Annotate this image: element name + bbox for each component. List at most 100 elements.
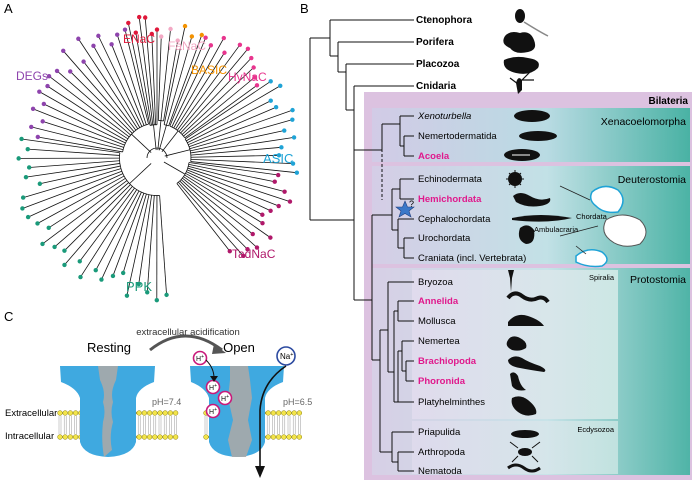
tree-branch	[190, 158, 294, 165]
acoela-silhouette-icon	[504, 149, 540, 161]
nematoda-silhouette-icon	[507, 463, 541, 473]
tree-branch	[188, 106, 277, 146]
tree-branch	[189, 119, 293, 150]
tree-tip	[227, 248, 232, 254]
phoronida-silhouette-icon	[510, 372, 526, 391]
tree-branch	[95, 190, 140, 271]
proton-label: H+	[221, 394, 229, 403]
label-asic: ASIC	[263, 151, 293, 166]
taxon-phoronida: Phoronida	[418, 376, 466, 387]
placozoa-silhouette-icon	[503, 56, 539, 74]
ph-open: pH=6.5	[283, 397, 312, 407]
tree-tip	[164, 292, 169, 298]
tree-tip	[25, 146, 30, 152]
tree-branch	[186, 171, 271, 212]
tree-tip	[91, 43, 96, 49]
label-tadnac: TadNaC	[232, 247, 276, 261]
tree-tip	[109, 42, 114, 47]
tree-branch	[37, 175, 125, 224]
tree-tip	[154, 27, 160, 32]
lipid-head	[141, 434, 148, 440]
extracellular-label: Extracellular	[5, 408, 57, 419]
lipid-head	[136, 434, 142, 440]
lipid-head	[203, 434, 209, 440]
taxon-arthropoda: Arthropoda	[418, 447, 466, 458]
tree-branch	[112, 193, 145, 277]
tree-tip	[252, 75, 257, 80]
tree-branch	[80, 189, 138, 278]
tree-branch	[31, 126, 124, 151]
protons: H+H+H+H+	[192, 350, 233, 419]
label-ppk: PPK	[126, 279, 152, 294]
tree-branch	[69, 71, 133, 134]
tree-branch	[83, 61, 137, 131]
tree-branch	[138, 16, 154, 126]
tree-tip	[290, 161, 296, 166]
tree-tip	[37, 181, 43, 186]
tree-tip	[279, 145, 284, 150]
tree-tip	[245, 247, 250, 252]
tree-tip	[115, 32, 120, 37]
lipid-head	[157, 434, 163, 440]
tree-tip	[189, 34, 195, 39]
sodium-flow-arrowhead	[255, 466, 265, 478]
tree-branch	[79, 187, 135, 262]
tree-branch	[101, 191, 142, 280]
cnidaria-silhouette-icon	[509, 71, 534, 94]
tree-branch	[151, 33, 157, 125]
tree-branch	[29, 160, 120, 168]
tree-branch	[185, 172, 263, 216]
tree-branch	[124, 29, 149, 125]
tree-tip	[250, 231, 255, 237]
taxon-echinodermata: Echinodermata	[418, 174, 483, 185]
tree-branch	[190, 130, 285, 152]
tree-branch	[48, 75, 130, 138]
tree-branch	[169, 37, 206, 127]
tree-tip	[251, 65, 256, 70]
tree-tip	[145, 290, 150, 295]
tree-tip	[124, 293, 130, 298]
tree-tip	[122, 27, 128, 32]
taxon-brachiopoda: Brachiopoda	[418, 356, 477, 367]
tree-branch	[190, 146, 282, 156]
tree-tip	[254, 83, 260, 88]
tree-tip	[175, 38, 180, 43]
tree-tip	[203, 35, 208, 40]
tree-branch	[22, 170, 122, 209]
tree-branch	[182, 177, 253, 235]
lipid-head	[146, 410, 153, 416]
tree-tip	[282, 189, 287, 194]
lipid-head	[286, 410, 292, 416]
tree-tip	[245, 46, 251, 51]
acidification-label: extracellular acidification	[136, 327, 240, 338]
tree-tip	[275, 172, 281, 178]
echinoderm-silhouette-icon	[506, 170, 524, 188]
taxon-bryozoa: Bryozoa	[418, 277, 454, 288]
tree-branch	[183, 77, 255, 137]
tree-branch	[187, 100, 271, 144]
tree-tip	[61, 48, 66, 54]
hemichordata-silhouette-icon	[513, 193, 551, 207]
tree-branch	[176, 183, 231, 252]
priapulida-silhouette-icon	[511, 430, 539, 438]
tree-branch	[144, 17, 155, 125]
tree-tip	[110, 273, 116, 279]
phylogeny-branches	[309, 19, 414, 472]
tree-branch	[184, 80, 271, 140]
lipid-head	[67, 434, 74, 440]
lipid-head	[167, 410, 174, 416]
proton-label: H+	[209, 383, 217, 392]
tree-tip	[54, 68, 60, 74]
tree-tip	[126, 20, 131, 26]
tree-tip	[35, 221, 40, 226]
label-enac: ENaC	[123, 32, 155, 46]
tree-tip	[291, 135, 297, 140]
tree-tip	[20, 206, 25, 211]
proton-icon	[217, 390, 233, 406]
tree-branch	[43, 103, 126, 144]
tree-tip	[96, 33, 101, 39]
tree-tip	[168, 26, 173, 32]
cephalochordata-silhouette-icon	[512, 215, 572, 222]
tree-branch	[54, 182, 129, 248]
tree-branch	[27, 173, 124, 218]
